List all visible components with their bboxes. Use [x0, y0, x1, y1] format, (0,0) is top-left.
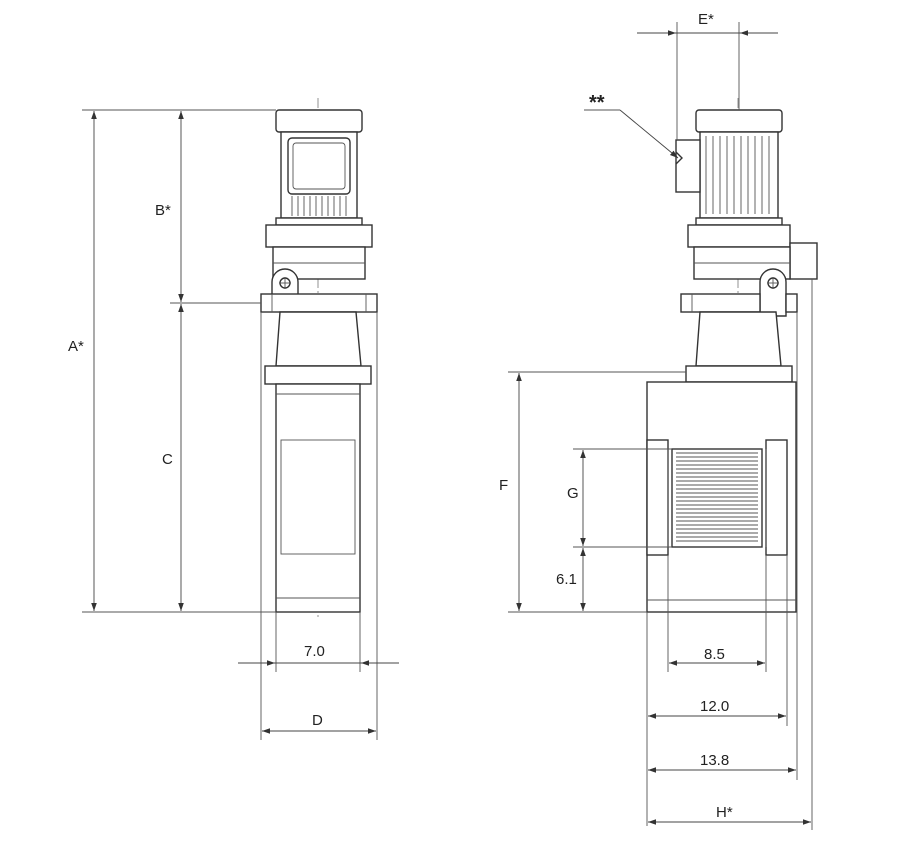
lower-flange-front	[685, 365, 793, 383]
note-leader	[619, 109, 679, 159]
terminal-box	[287, 137, 351, 195]
front-view	[646, 98, 818, 613]
label-note: **	[589, 92, 605, 114]
motor-body-front	[699, 131, 779, 219]
motor-cap	[275, 109, 363, 133]
side-view	[260, 98, 378, 620]
lower-flange	[264, 365, 372, 385]
label-12-0: 12.0	[700, 698, 729, 715]
pivot-bracket-front	[759, 268, 787, 317]
motor-fins-front	[705, 136, 770, 214]
label-c: C	[162, 451, 173, 468]
mounting-plate-front	[680, 293, 761, 313]
body	[275, 383, 361, 613]
body-window	[280, 439, 356, 555]
label-h: H*	[716, 804, 733, 821]
label-13-8: 13.8	[700, 752, 729, 769]
gearbox-side-housing	[789, 242, 818, 280]
mounting-plate	[260, 293, 378, 313]
left-side-plate	[646, 439, 669, 556]
tapered-housing-front	[695, 311, 782, 367]
gearbox-upper	[265, 224, 373, 248]
side-view-dimensions: A* B* C 7.0 D	[68, 109, 399, 740]
label-d: D	[312, 712, 323, 729]
right-side-plate	[765, 439, 788, 556]
label-6-1: 6.1	[556, 571, 577, 588]
label-a: A*	[68, 338, 84, 355]
front-view-dimensions: E* ** F G 6.1 8.5 12.0 13.8	[499, 11, 813, 830]
tapered-housing	[275, 311, 362, 367]
label-g: G	[567, 485, 579, 502]
gearbox-upper-front	[687, 224, 791, 248]
terminal-box-inner	[292, 142, 346, 190]
label-e: E*	[698, 11, 714, 28]
label-f: F	[499, 477, 508, 494]
label-7-0: 7.0	[304, 643, 325, 660]
motor-flange	[275, 217, 363, 226]
label-8-5: 8.5	[704, 646, 725, 663]
cutter-stack	[671, 448, 763, 548]
motor-flange-front	[695, 217, 783, 226]
terminal-box-front	[675, 139, 701, 193]
motor-cap-front	[695, 109, 783, 133]
label-b: B*	[155, 202, 171, 219]
motor-fins	[291, 196, 347, 216]
cutter-discs	[676, 452, 758, 542]
